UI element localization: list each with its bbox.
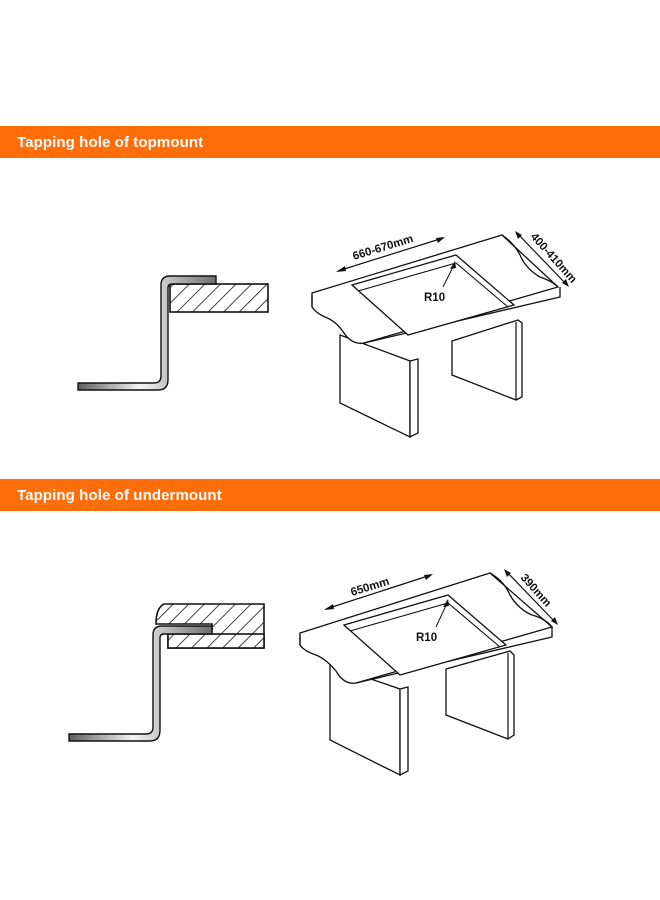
section-title: Tapping hole of undermount [17, 486, 222, 504]
section-header-topmount: Tapping hole of topmount [0, 126, 660, 158]
length-dimension-label: 650mm [349, 576, 390, 599]
radius-label: R10 [416, 632, 437, 644]
topmount-profile-diagram [77, 275, 269, 391]
section-header-undermount: Tapping hole of undermount [0, 479, 660, 511]
undermount-countertop-diagram: 650mm 390mm R10 [299, 569, 558, 777]
radius-label: R10 [424, 292, 445, 304]
undermount-profile-diagram [68, 603, 265, 742]
topmount-countertop-diagram: 660-670mm 400-410mm R10 [311, 231, 579, 439]
section-title: Tapping hole of topmount [17, 133, 204, 151]
length-dimension-label: 660-670mm [351, 233, 414, 263]
